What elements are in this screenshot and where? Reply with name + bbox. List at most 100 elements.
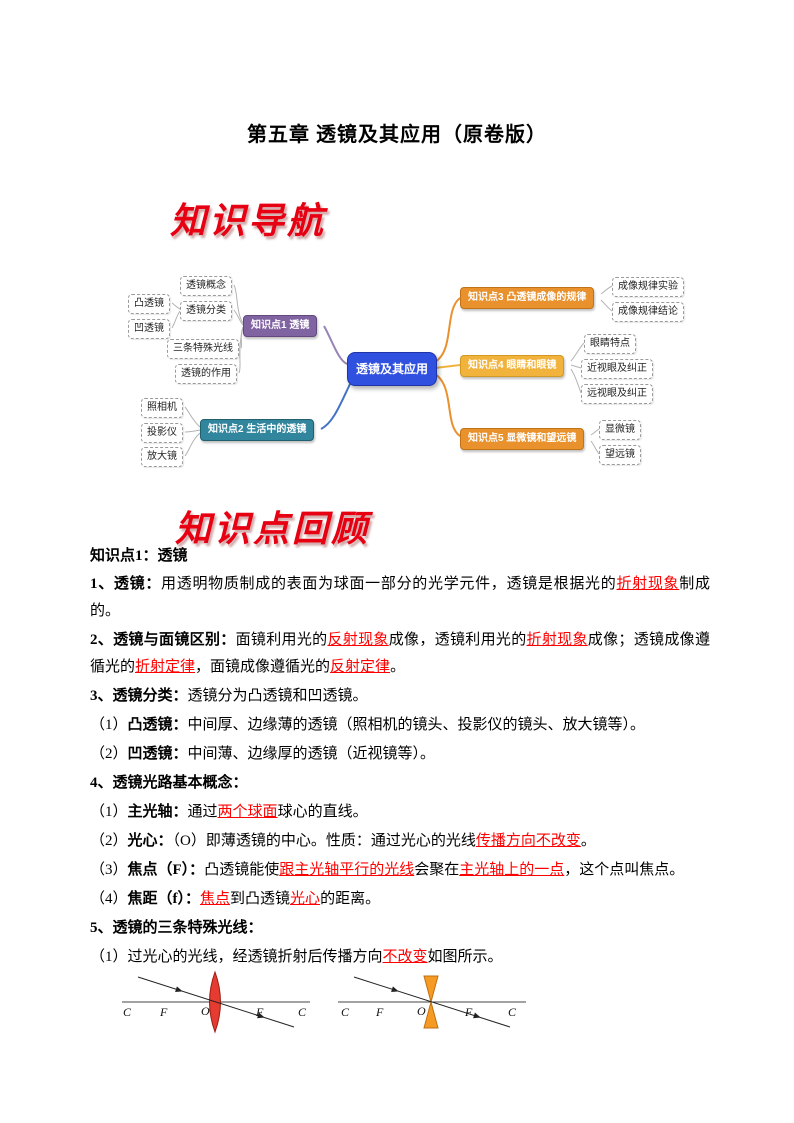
axis-label: F [255, 1005, 264, 1019]
review-paragraph: 2、透镜与面镜区别：面镜利用光的反射现象成像，透镜利用光的折射现象成像；透镜成像… [90, 627, 710, 681]
banner-knowledge-review: 知识点回顾 [175, 508, 371, 550]
text-segment: 凸透镜能使 [204, 862, 280, 878]
mindmap-topic-1-lens: 知识点1 透镜 [243, 315, 318, 337]
mindmap-leaf-camera: 照相机 [141, 398, 183, 418]
review-paragraphs: 1、透镜：用透明物质制成的表面为球面一部分的光学元件，透镜是根据光的折射现象制成… [90, 571, 710, 971]
text-segment: 透镜分为凸透镜和凹透镜。 [187, 688, 368, 704]
review-paragraph: （1）主光轴：通过两个球面球心的直线。 [90, 799, 710, 826]
review-paragraph: 1、透镜：用透明物质制成的表面为球面一部分的光学元件，透镜是根据光的折射现象制成… [90, 571, 710, 625]
text-segment: 制成的。 [90, 576, 710, 619]
mindmap-leaf-eye-features: 眼睛特点 [584, 334, 636, 354]
review-paragraph: 3、透镜分类：透镜分为凸透镜和凹透镜。 [90, 683, 710, 710]
axis-label: F [375, 1005, 384, 1019]
text-segment: 5、透镜的三条特殊光线： [90, 920, 263, 936]
review-paragraph: （4）焦距（f）：焦点到凸透镜光心的距离。 [90, 886, 710, 913]
review-heading: 知识点1：透镜 [90, 548, 188, 564]
text-segment: 光心： [127, 833, 173, 849]
axis-label: O [417, 1004, 426, 1018]
mindmap-leaf-lens-classification: 透镜分类 [180, 301, 232, 321]
text-segment: （1）过光心的光线，经透镜折射后传播方向 [90, 949, 383, 965]
axis-label: C [123, 1005, 132, 1019]
axis-label: F [464, 1005, 473, 1019]
text-segment: （2） [90, 746, 128, 762]
text-segment: （2） [90, 833, 128, 849]
text-segment: 用透明物质制成的表面为球面一部分的光学元件，透镜是根据光的 [161, 576, 617, 592]
text-segment: 焦点 [200, 891, 231, 907]
mindmap-topic-5-microscope-telescope: 知识点5 显微镜和望远镜 [460, 428, 585, 450]
concave-lens-diagram: C F O F C [338, 975, 526, 1029]
text-segment: 反射现象 [327, 632, 389, 648]
text-segment: 不改变 [382, 949, 428, 965]
concave-lens-icon [423, 1000, 439, 1029]
mindmap-leaf-concave-lens: 凹透镜 [128, 319, 170, 339]
text-segment: 到凸透镜 [230, 891, 291, 907]
review-section: 知识点1：透镜 1、透镜：用透明物质制成的表面为球面一部分的光学元件，透镜是根据… [90, 543, 710, 973]
page-title: 第五章 透镜及其应用（原卷版） [247, 124, 547, 146]
axis-label: C [298, 1005, 307, 1019]
text-segment: 球心的直线。 [277, 804, 368, 820]
mindmap-topic-2-lenses-in-life: 知识点2 生活中的透镜 [200, 419, 315, 441]
text-segment: 如图所示。 [427, 949, 503, 965]
review-paragraph: （1）过光心的光线，经透镜折射后传播方向不改变如图所示。 [90, 944, 710, 971]
text-segment: 凹透镜： [127, 746, 188, 762]
text-segment: 中间厚、边缘薄的透镜（照相机的镜头、投影仪的镜头、放大镜等）。 [187, 717, 646, 733]
axis-label: F [159, 1005, 168, 1019]
text-segment: 光心 [290, 891, 321, 907]
text-segment: 成像；透镜成像遵循光的 [90, 632, 710, 675]
mindmap-leaf-microscope: 显微镜 [599, 420, 641, 440]
text-segment: 焦点（F）： [127, 862, 205, 878]
mindmap-connectors [171, 284, 613, 457]
text-segment: 反射定律 [330, 659, 391, 675]
text-segment: 两个球面 [217, 804, 278, 820]
text-segment: 主光轴上的一点 [459, 862, 565, 878]
ray-arrow-icon [391, 986, 399, 993]
text-segment: 中间薄、边缘厚的透镜（近视镜等）。 [187, 746, 436, 762]
text-segment: 折射现象 [526, 632, 588, 648]
text-segment: 会聚在 [414, 862, 460, 878]
text-segment: ，面镜成像遵循光的 [195, 659, 331, 675]
mindmap-leaf-lens-concept: 透镜概念 [180, 276, 232, 296]
text-segment: 面镜利用光的 [235, 632, 328, 648]
ray-arrow-icon [257, 1012, 265, 1019]
text-segment: （O）即薄透镜的中心。性质：通过光心的光线 [172, 833, 476, 849]
text-segment: 传播方向不改变 [475, 833, 581, 849]
text-segment: 折射现象 [616, 576, 680, 592]
mindmap-main-branches [320, 297, 461, 437]
text-segment: 的距离。 [320, 891, 381, 907]
ray-arrow-icon [175, 986, 183, 993]
text-segment: 2、透镜与面镜区别： [90, 632, 236, 648]
text-segment: 成像，透镜利用光的 [388, 632, 527, 648]
convex-lens-diagram: C F O F C [122, 970, 310, 1034]
text-segment: 。 [390, 659, 406, 675]
lens-diagrams: C F O F C C F O F C [118, 964, 530, 1034]
mindmap-center-node: 透镜及其应用 [347, 352, 438, 386]
review-paragraph: （2）凹透镜：中间薄、边缘厚的透镜（近视镜等）。 [90, 741, 710, 768]
banner-knowledge-navigation: 知识导航 [170, 200, 327, 242]
review-paragraph: （3）焦点（F）：凸透镜能使跟主光轴平行的光线会聚在主光轴上的一点，这个点叫焦点… [90, 857, 710, 884]
text-segment: （4） [90, 891, 128, 907]
light-ray [137, 976, 295, 1028]
mindmap-leaf-convex-lens: 凸透镜 [128, 294, 170, 314]
concave-lens-icon [423, 975, 439, 1004]
mindmap-leaf-telescope: 望远镜 [599, 445, 641, 465]
text-segment: 凸透镜： [127, 717, 188, 733]
mindmap-leaf-imaging-law-conclusion: 成像规律结论 [612, 302, 684, 322]
text-segment: 主光轴： [127, 804, 188, 820]
mindmap-topic-4-eyes-and-glasses: 知识点4 眼睛和眼镜 [460, 355, 565, 377]
mindmap-leaf-three-special-rays: 三条特殊光线 [167, 339, 239, 359]
axis-label: O [201, 1004, 210, 1018]
mindmap: 透镜及其应用 知识点1 透镜 知识点2 生活中的透镜 知识点3 凸透镜成像的规律… [0, 265, 794, 480]
text-segment: 4、透镜光路基本概念： [90, 775, 248, 791]
text-segment: 1、透镜： [90, 576, 162, 592]
text-segment: （3） [90, 862, 128, 878]
review-paragraph: 5、透镜的三条特殊光线： [90, 915, 710, 942]
text-segment: 通过 [187, 804, 218, 820]
text-segment: 折射定律 [135, 659, 196, 675]
mindmap-topic-3-convex-imaging-rules: 知识点3 凸透镜成像的规律 [460, 287, 595, 309]
text-segment: 跟主光轴平行的光线 [279, 862, 415, 878]
text-segment: （1） [90, 804, 128, 820]
mindmap-leaf-hyperopia-correction: 远视眼及纠正 [581, 384, 653, 404]
mindmap-leaf-magnifier: 放大镜 [141, 447, 183, 467]
review-paragraph: （1）凸透镜：中间厚、边缘薄的透镜（照相机的镜头、投影仪的镜头、放大镜等）。 [90, 712, 710, 739]
